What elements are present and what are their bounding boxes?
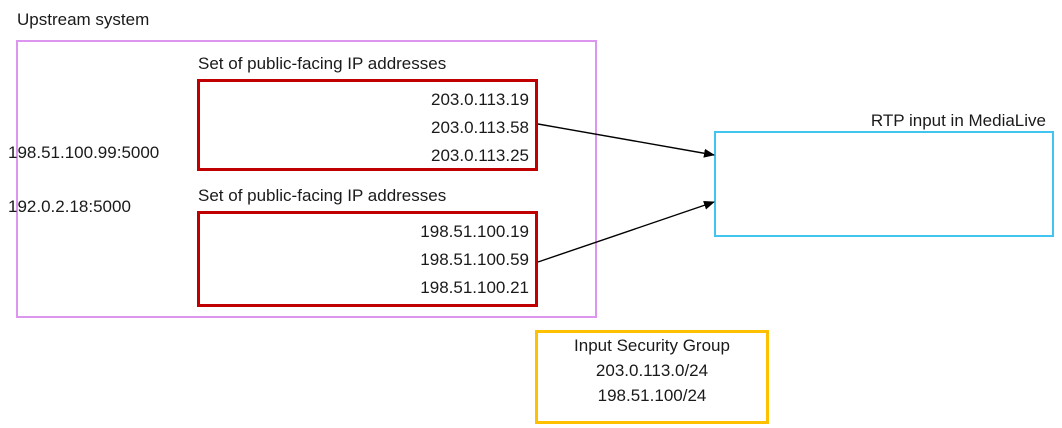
- input-security-group-content: Input Security Group 203.0.113.0/24 198.…: [535, 333, 769, 408]
- input-security-group-cidr: 198.51.100/24: [597, 386, 707, 405]
- rtp-input-label: RTP input in MediaLive: [870, 111, 1046, 130]
- upstream-system-container: [16, 40, 597, 318]
- rtp-endpoint-item: 198.51.100.99:5000: [8, 143, 160, 162]
- input-security-group-cidr: 203.0.113.0/24: [595, 361, 709, 380]
- rtp-input-box: [714, 131, 1054, 237]
- ip-address-list-1: 203.0.113.19 203.0.113.58 203.0.113.25: [431, 86, 529, 170]
- ip-address-item: 203.0.113.58: [431, 118, 529, 137]
- ip-address-item: 198.51.100.21: [420, 278, 529, 297]
- ip-set-heading-1: Set of public-facing IP addresses: [198, 54, 447, 73]
- ip-address-item: 198.51.100.59: [420, 250, 529, 269]
- rtp-endpoint-item: 192.0.2.18:5000: [8, 197, 131, 216]
- input-security-group-box: [535, 330, 769, 424]
- input-security-group-title: Input Security Group: [574, 336, 730, 355]
- ip-address-item: 198.51.100.19: [420, 222, 529, 241]
- ip-set-heading-2: Set of public-facing IP addresses: [198, 186, 447, 205]
- upstream-system-label: Upstream system: [17, 10, 150, 29]
- ip-address-item: 203.0.113.25: [431, 146, 529, 165]
- ip-address-list-2: 198.51.100.19 198.51.100.59 198.51.100.2…: [420, 218, 529, 302]
- ip-address-set-box-2: 198.51.100.19 198.51.100.59 198.51.100.2…: [197, 211, 538, 307]
- ip-address-item: 203.0.113.19: [431, 90, 529, 109]
- ip-address-set-box-1: 203.0.113.19 203.0.113.58 203.0.113.25: [197, 79, 538, 171]
